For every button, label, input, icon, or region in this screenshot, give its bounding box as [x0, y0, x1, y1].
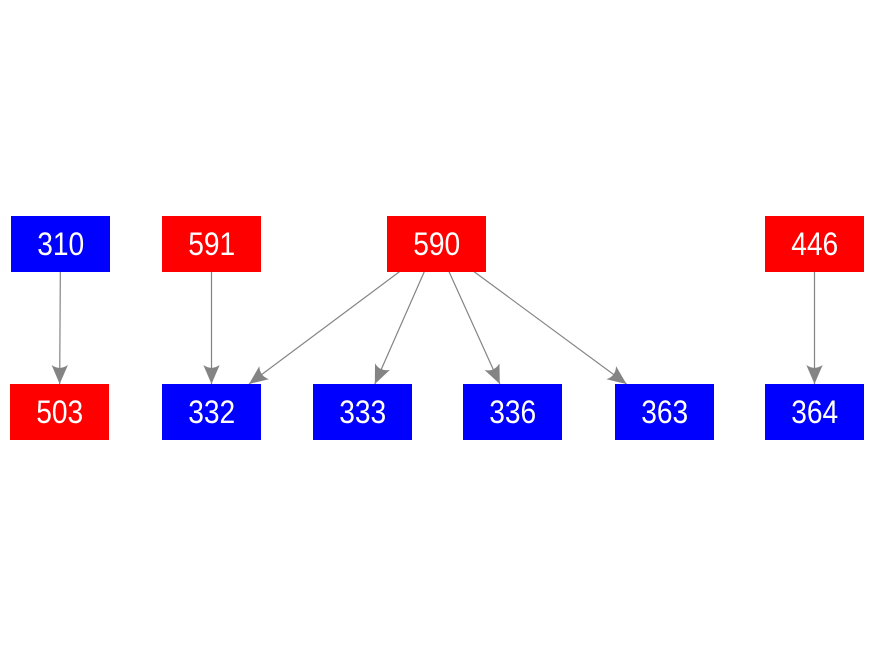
node-label: 503	[36, 394, 83, 430]
node-label: 332	[188, 394, 235, 430]
node-label: 363	[641, 394, 688, 430]
graph-node-590[interactable]: 590	[387, 216, 486, 272]
node-label: 336	[489, 394, 536, 430]
graph-node-446[interactable]: 446	[765, 216, 864, 272]
graph-node-503[interactable]: 503	[10, 384, 109, 440]
graph-node-591[interactable]: 591	[162, 216, 261, 272]
graph-node-310[interactable]: 310	[11, 216, 110, 272]
node-label: 364	[791, 394, 838, 430]
graph-node-332[interactable]: 332	[162, 384, 261, 440]
graph-node-333[interactable]: 333	[313, 384, 412, 440]
node-label: 446	[791, 226, 838, 262]
node-label: 310	[37, 226, 84, 262]
graph-node-364[interactable]: 364	[765, 384, 864, 440]
graph-node-336[interactable]: 336	[463, 384, 562, 440]
graph-node-363[interactable]: 363	[615, 384, 714, 440]
node-label: 333	[339, 394, 386, 430]
node-label: 591	[188, 226, 235, 262]
node-label: 590	[413, 226, 460, 262]
